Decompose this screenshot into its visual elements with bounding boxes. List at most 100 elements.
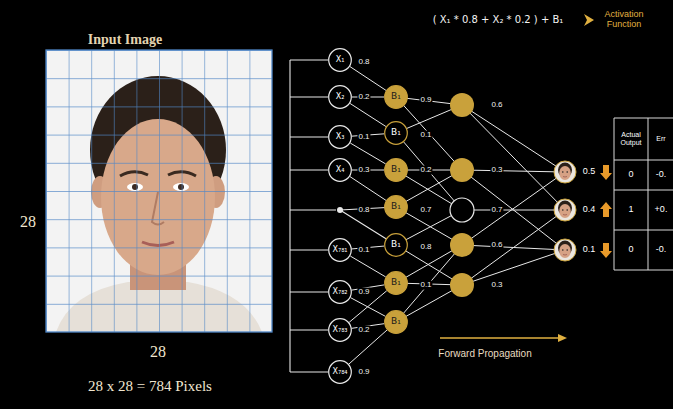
neuron-label: B₁ <box>391 202 401 212</box>
connection-line <box>462 105 565 285</box>
weight-value: 0.9 <box>357 288 370 297</box>
output-faces <box>554 161 576 261</box>
output-face <box>554 239 576 261</box>
table-cell: 0 <box>628 170 633 180</box>
input-neuron: X₇₈₃ <box>328 318 352 342</box>
down-arrow <box>600 243 612 258</box>
input-neuron: X₇₈₄ <box>328 360 352 384</box>
neuron-label: B₁ <box>391 92 401 102</box>
activation-arrow <box>584 14 594 26</box>
input-neuron: X₁ <box>328 48 352 72</box>
neuron-label: X₂ <box>336 93 345 102</box>
table-header: Err <box>656 135 665 143</box>
neuron <box>450 158 474 182</box>
weight-connection <box>349 330 387 364</box>
table-header: Actual Output <box>615 131 647 146</box>
input-neuron: X₃ <box>328 125 352 149</box>
input-neuron: X₇₈₁ <box>328 238 352 262</box>
weight-value: 0.2 <box>419 166 432 175</box>
hidden-neuron: B₁ <box>384 310 408 334</box>
weight-value: 0.2 <box>357 326 370 335</box>
face-photo <box>46 50 272 332</box>
weight-value: 0.3 <box>357 166 370 175</box>
weight-value: 0.7 <box>490 206 503 215</box>
weight-connection <box>350 67 386 91</box>
input-wire <box>290 60 336 372</box>
neuron-label: B₁ <box>391 240 401 250</box>
neuron-outline <box>329 281 352 304</box>
neuron-label: X₇₈₁ <box>332 246 347 255</box>
neuron-label: X₄ <box>336 166 345 175</box>
bus-wire <box>289 60 290 372</box>
weight-value: 0.3 <box>490 281 503 290</box>
weight-connection <box>350 143 385 164</box>
photo-ground <box>46 50 272 332</box>
weight-value: 0.8 <box>419 243 432 252</box>
neuron-outline <box>329 361 352 384</box>
weight-value: 0.8 <box>357 206 370 215</box>
change-arrows <box>600 165 612 258</box>
weight-connection <box>350 256 385 277</box>
hidden-neuron: B₁ <box>384 85 408 109</box>
neuron-label: X₇₈₂ <box>332 288 347 297</box>
formula: ( X₁ * 0.8 + X₂ * 0.2 ) + B₁ <box>433 14 564 25</box>
hidden-neuron: B₁ <box>384 158 408 182</box>
neuron-outline <box>329 86 352 109</box>
hidden-neuron: B₁ <box>384 121 408 145</box>
neuron-outline <box>385 86 408 109</box>
input-wires <box>290 60 396 372</box>
neuron <box>450 273 474 297</box>
neuron-outline <box>329 159 352 182</box>
weight-value: 0.6 <box>490 101 503 110</box>
neuron <box>450 198 474 222</box>
neuron-label: X₇₈₃ <box>332 326 347 335</box>
weight-value: 0.3 <box>490 166 503 175</box>
neuron-outline <box>385 311 408 334</box>
output-face <box>554 199 576 221</box>
weight-value: 0.1 <box>357 133 370 142</box>
weight-value: 0.7 <box>419 206 432 215</box>
weight-value: 0.8 <box>357 58 370 67</box>
output-value: 0.1 <box>583 245 596 255</box>
down-arrow <box>600 165 612 180</box>
error-table <box>614 118 673 270</box>
dimension-label: 28 <box>150 343 166 361</box>
neuron-label: B₁ <box>391 278 401 288</box>
table-cell: -0. <box>656 170 667 180</box>
output-face <box>554 161 576 183</box>
hidden-neuron: B₁ <box>384 233 408 257</box>
neuron-label: X₁ <box>336 56 345 65</box>
weight-value: 0.9 <box>419 96 432 105</box>
input-neuron: X₂ <box>328 85 352 109</box>
table-rule <box>614 118 673 270</box>
neuron <box>450 233 474 257</box>
weight-value: 0.1 <box>419 131 432 140</box>
neuron <box>450 93 474 117</box>
hidden-neuron: B₁ <box>384 195 408 219</box>
weight-value: 0.1 <box>419 281 432 290</box>
table-cell: +0. <box>655 205 668 215</box>
panel-title: Input Image <box>88 32 162 47</box>
table-cell: 0 <box>628 245 633 255</box>
pixel-count: 28 x 28 = 784 Pixels <box>88 378 212 395</box>
input-neuron: X₇₈₂ <box>328 280 352 304</box>
neuron-label: B₁ <box>391 128 401 138</box>
neuron-label: X₇₈₄ <box>332 368 347 377</box>
weight-connection <box>350 103 386 126</box>
hidden-connections <box>396 97 565 322</box>
flow-label: Forward Propagation <box>438 348 531 359</box>
neuron-outline <box>329 239 352 262</box>
arrow-head <box>558 334 567 342</box>
neuron-outline <box>385 272 408 295</box>
up-arrow <box>600 202 612 217</box>
weight-value: 0.6 <box>490 241 503 250</box>
ellipsis-dot <box>337 207 343 213</box>
input-neuron: X₄ <box>328 158 352 182</box>
weight-connection <box>350 177 386 201</box>
table-cell: 1 <box>628 205 633 215</box>
hidden-neuron: B₁ <box>384 271 408 295</box>
hidden-layer-2 <box>450 93 474 297</box>
weight-value: 0.9 <box>357 368 370 377</box>
table-cell: -0. <box>656 245 667 255</box>
